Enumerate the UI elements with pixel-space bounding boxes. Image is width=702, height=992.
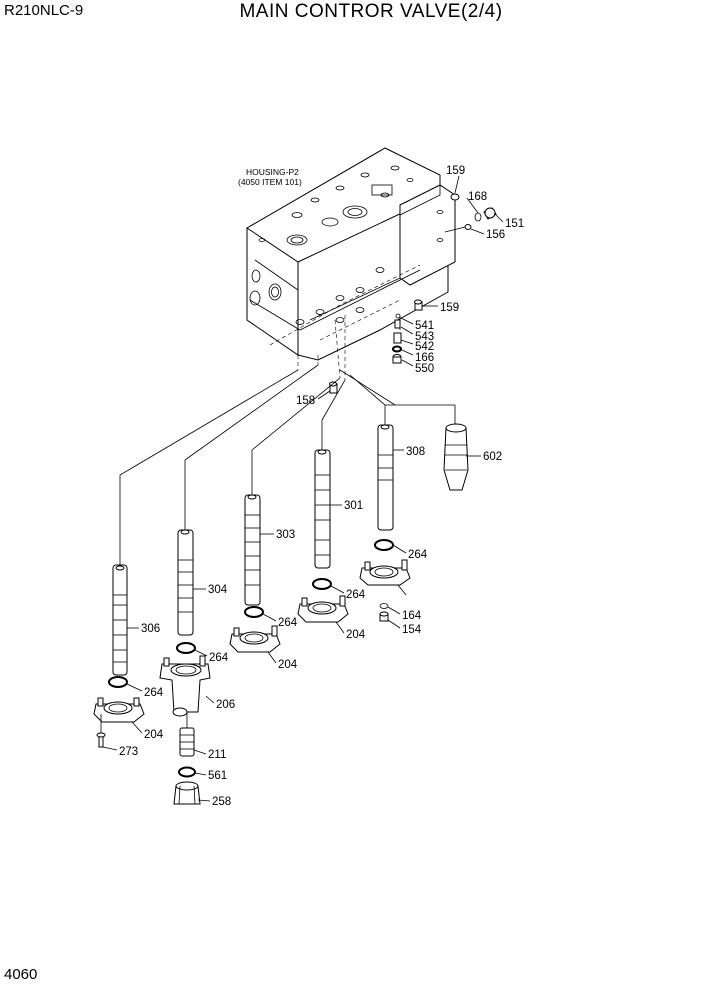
spool-306 <box>112 564 128 676</box>
callout-550: 550 <box>415 363 434 375</box>
callout-258: 258 <box>212 796 231 808</box>
plug-154 <box>379 611 389 622</box>
callout-211: 211 <box>208 749 226 761</box>
o-ring-164 <box>379 603 389 609</box>
spool-308 <box>377 424 394 531</box>
callout-542: 542 <box>415 341 434 353</box>
o-ring-168 <box>474 212 482 222</box>
callout-204-d: 204 <box>346 629 366 641</box>
plug-159-side <box>414 299 423 311</box>
callout-602: 602 <box>483 451 502 463</box>
callout-159-top: 159 <box>446 165 465 177</box>
callout-264-c: 264 <box>278 617 298 629</box>
plug-151 <box>483 207 497 220</box>
plug-156 <box>464 224 472 230</box>
callout-264-a: 264 <box>144 687 164 699</box>
cover-206 <box>159 655 211 717</box>
valve-602 <box>443 423 469 491</box>
callout-543: 543 <box>415 331 434 343</box>
cover-204-e <box>359 559 411 586</box>
plug-159-top <box>450 193 460 201</box>
callout-154: 154 <box>402 624 422 636</box>
relief-parts-stack <box>392 313 402 364</box>
callout-308: 308 <box>406 446 425 458</box>
housing-label-line1: HOUSING-P2 <box>246 167 299 177</box>
callout-541: 541 <box>415 320 434 332</box>
callout-264-b: 264 <box>209 652 229 664</box>
o-ring-264-e <box>374 539 394 551</box>
plug-258 <box>173 781 201 805</box>
o-ring-264-d <box>312 578 332 590</box>
o-ring-561 <box>178 766 196 778</box>
cover-204-c <box>229 625 281 653</box>
callout-204-a: 204 <box>144 729 164 741</box>
model-code: R210NLC-9 <box>4 2 84 19</box>
housing-block <box>246 147 456 361</box>
page-number: 4060 <box>4 966 38 983</box>
leader-lines <box>102 175 504 802</box>
callout-306: 306 <box>141 623 160 635</box>
housing-label-line2: (4050 ITEM 101) <box>238 177 302 187</box>
page-title: MAIN CONTROR VALVE(2/4) <box>239 1 503 22</box>
cover-204-d <box>297 595 349 623</box>
bolt-273 <box>96 714 106 748</box>
o-ring-264-a <box>108 676 128 688</box>
callout-561: 561 <box>208 770 227 782</box>
callout-159-side: 159 <box>440 302 459 314</box>
callout-151: 151 <box>505 218 524 230</box>
callout-156: 156 <box>486 229 505 241</box>
o-ring-264-c <box>244 606 264 618</box>
o-ring-264-b <box>176 642 196 654</box>
callout-206: 206 <box>216 699 235 711</box>
callout-273: 273 <box>119 746 138 758</box>
callout-168: 168 <box>468 191 487 203</box>
callout-166: 166 <box>415 352 434 364</box>
spool-303 <box>244 494 261 606</box>
callout-164: 164 <box>402 610 422 622</box>
callout-264-d: 264 <box>346 589 366 601</box>
spring-seat-211 <box>179 712 195 757</box>
callout-158: 158 <box>296 395 315 407</box>
callout-264-e: 264 <box>408 549 428 561</box>
callout-301: 301 <box>344 500 363 512</box>
assembly-guide-lines <box>119 315 456 565</box>
callout-304: 304 <box>208 584 228 596</box>
callout-204-c: 204 <box>278 659 298 671</box>
callout-303: 303 <box>276 529 295 541</box>
spool-301 <box>314 449 331 569</box>
spool-304 <box>177 529 194 636</box>
cover-204-a <box>93 697 145 723</box>
